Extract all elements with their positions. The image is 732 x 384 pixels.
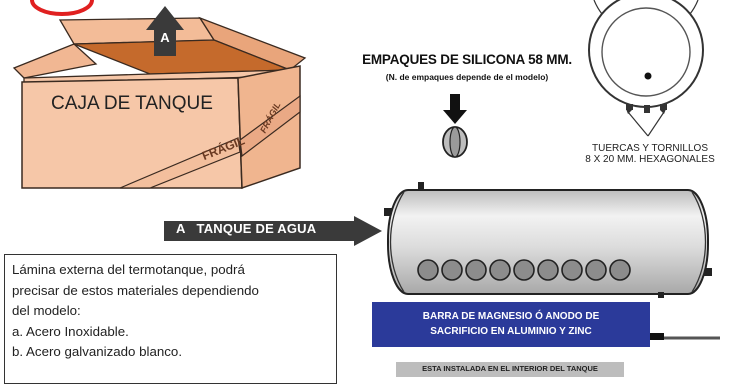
tank-port	[537, 259, 559, 281]
tank-port	[465, 259, 487, 281]
tank-ports	[417, 259, 631, 281]
materials-intro-2: precisar de estos materiales dependiendo	[12, 282, 259, 298]
materials-option-b: b. Acero galvanizado blanco.	[12, 344, 183, 359]
tank-arrow	[164, 216, 382, 246]
anode-rod-icon	[650, 333, 664, 340]
tank-label: A TANQUE DE AGUA	[176, 221, 317, 236]
anode-label-line2: SACRIFICIO EN ALUMINIO Y ZINC	[430, 326, 592, 337]
up-arrow-icon	[146, 6, 184, 56]
materials-box	[4, 254, 337, 384]
nuts-label-line2: 8 X 20 MM. HEXAGONALES	[585, 154, 715, 165]
materials-text: Lámina externa del termotanque, podrá pr…	[12, 260, 334, 363]
box-label: CAJA DE TANQUE	[51, 93, 213, 114]
tank-port	[585, 259, 607, 281]
interior-note-badge	[396, 362, 624, 377]
materials-intro-3: del modelo:	[12, 303, 81, 318]
tank-port	[561, 259, 583, 281]
tank-port	[417, 259, 439, 281]
materials-intro-1: Lámina externa del termotanque, podrá	[12, 262, 245, 277]
gaskets-note: (N. de empaques depende de el modelo)	[385, 72, 549, 82]
materials-option-a: a. Acero Inoxidable.	[12, 323, 129, 339]
anode-label-line1: BARRA DE MAGNESIO Ó ANODO DE	[422, 311, 600, 322]
tank-endcap-illustration	[588, 0, 704, 137]
nuts-label: TUERCAS Y TORNILLOS 8 X 20 MM. HEXAGONAL…	[560, 143, 732, 165]
warning-sign-icon	[30, 0, 94, 16]
tank-port	[489, 259, 511, 281]
nuts-label-line1: TUERCAS Y TORNILLOS	[592, 143, 708, 154]
interior-note: ESTA INSTALADA EN EL INTERIOR DEL TANQUE	[422, 364, 598, 373]
box-side-label: A	[160, 30, 170, 45]
anode-label-band	[372, 302, 650, 347]
tank-port	[441, 259, 463, 281]
tank-port	[513, 259, 535, 281]
tank-port	[609, 259, 631, 281]
water-tank-illustration	[384, 182, 720, 340]
gasket-illustration	[442, 94, 468, 158]
down-arrow-icon	[443, 94, 467, 124]
box-illustration	[12, 0, 307, 190]
gaskets-title: EMPAQUES DE SILICONA 58 MM.	[362, 52, 572, 67]
anode-label: BARRA DE MAGNESIO Ó ANODO DE SACRIFICIO …	[372, 309, 650, 339]
